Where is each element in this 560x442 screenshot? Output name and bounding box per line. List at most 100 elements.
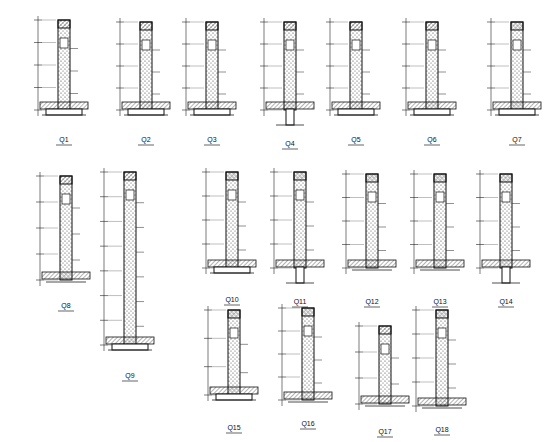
level-tick	[410, 174, 418, 175]
level-leader	[44, 202, 58, 203]
section-label: Q17	[377, 428, 392, 435]
section-label: Q5	[350, 136, 361, 143]
opening	[304, 326, 312, 336]
level-tick	[412, 358, 420, 359]
level-leader	[410, 44, 424, 45]
level-tick	[342, 197, 350, 198]
beam-block	[124, 172, 136, 180]
level-leader	[42, 87, 56, 88]
opening	[352, 40, 360, 50]
level-leader	[278, 244, 292, 245]
level-tick	[410, 221, 418, 222]
wall-section	[294, 172, 306, 268]
level-tick	[487, 88, 495, 89]
level-leader	[268, 66, 282, 67]
rebar-tick	[136, 252, 144, 253]
dimension-line	[264, 18, 265, 116]
level-leader	[410, 66, 424, 67]
floor-slab	[408, 102, 456, 109]
level-leader	[350, 174, 364, 175]
section-label: Q13	[432, 298, 447, 305]
section-label: Q15	[226, 424, 241, 431]
level-leader	[363, 404, 377, 405]
opening	[60, 38, 68, 48]
title-underline	[58, 311, 74, 312]
rebar-tick	[136, 227, 144, 228]
level-tick	[402, 66, 410, 67]
level-tick	[412, 334, 420, 335]
level-tick	[182, 22, 190, 23]
section-label: Q16	[300, 420, 315, 427]
level-tick	[202, 172, 210, 173]
level-tick	[326, 22, 334, 23]
level-leader	[350, 197, 364, 198]
level-tick	[202, 244, 210, 245]
level-tick	[342, 174, 350, 175]
rebar-tick	[362, 94, 370, 95]
level-leader	[124, 22, 138, 23]
section-label: Q10	[224, 296, 239, 303]
rebar-tick	[512, 250, 520, 251]
level-leader	[418, 244, 432, 245]
level-leader	[42, 20, 56, 21]
level-leader	[350, 244, 364, 245]
title-underline	[434, 435, 450, 436]
level-leader	[278, 220, 292, 221]
rebar-tick	[70, 71, 78, 72]
level-leader	[44, 176, 58, 177]
ground-line	[422, 408, 462, 409]
ground-line	[492, 283, 520, 284]
level-leader	[268, 22, 282, 23]
rebar-tick	[438, 94, 446, 95]
opening	[62, 194, 70, 204]
floor-slab	[210, 387, 258, 394]
floor-slab	[106, 337, 154, 344]
beam-block	[436, 310, 448, 318]
floor-slab	[361, 396, 409, 403]
ground-line	[212, 400, 256, 401]
level-leader	[268, 88, 282, 89]
level-leader	[124, 88, 138, 89]
floor-slab	[122, 102, 170, 109]
dimension-line	[491, 18, 492, 116]
rebar-tick	[152, 72, 160, 73]
level-tick	[182, 44, 190, 45]
level-tick	[34, 42, 42, 43]
level-tick	[342, 268, 350, 269]
rebar-tick	[136, 276, 144, 277]
rebar-tick	[362, 72, 370, 73]
rebar-tick	[378, 203, 386, 204]
wall-section	[206, 22, 218, 110]
rebar-tick	[70, 93, 78, 94]
dimension-line	[346, 170, 347, 274]
rebar-tick	[238, 250, 246, 251]
ground-line	[365, 406, 405, 407]
pile-stub	[296, 267, 304, 283]
level-tick	[100, 295, 108, 296]
level-leader	[334, 88, 348, 89]
level-leader	[420, 358, 434, 359]
wall-section	[379, 326, 391, 404]
footing	[214, 267, 250, 273]
level-tick	[34, 87, 42, 88]
footing	[46, 109, 82, 115]
level-leader	[410, 88, 424, 89]
ground-line	[46, 282, 86, 283]
level-tick	[116, 66, 124, 67]
level-leader	[334, 66, 348, 67]
level-leader	[484, 268, 498, 269]
dimension-line	[359, 322, 360, 410]
ground-line	[190, 115, 234, 116]
wall-section	[58, 20, 70, 110]
level-leader	[286, 400, 300, 401]
footing	[499, 109, 535, 115]
level-tick	[204, 395, 212, 396]
level-leader	[484, 174, 498, 175]
opening	[368, 192, 376, 202]
opening	[142, 40, 150, 50]
level-tick	[202, 220, 210, 221]
wall-section	[226, 172, 238, 268]
beam-block	[228, 310, 240, 318]
